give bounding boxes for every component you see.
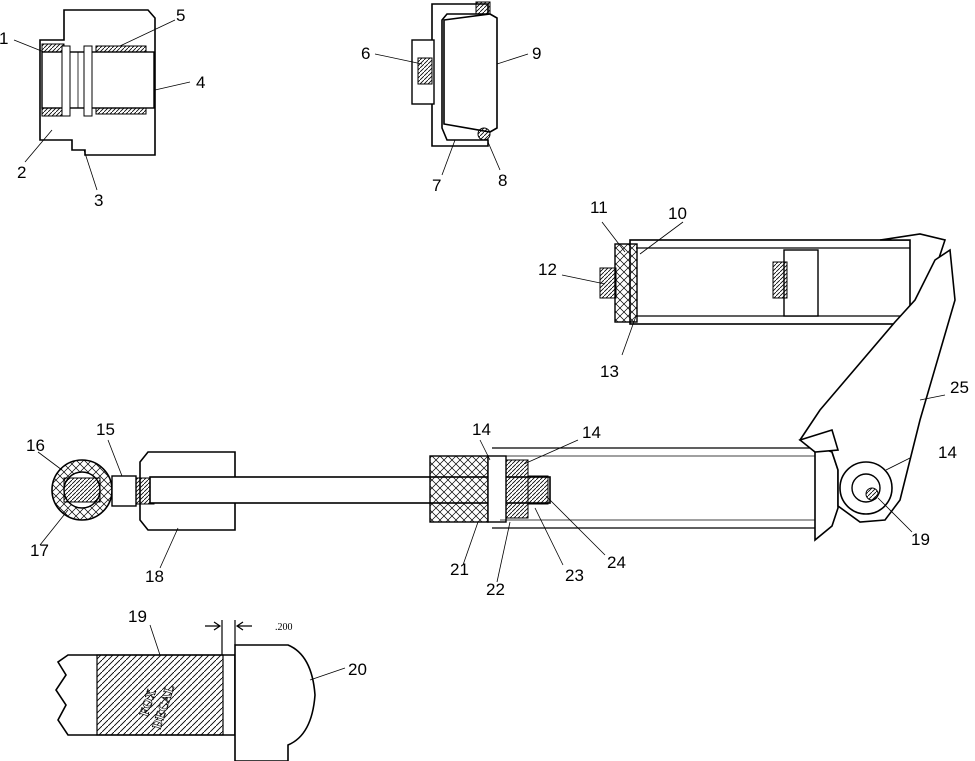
- callout-2: 2: [17, 163, 26, 182]
- reservoir-piston-detail: [411, 1, 498, 147]
- callout-20: 20: [348, 660, 367, 679]
- seal-head-detail: [39, 9, 156, 156]
- callout-17: 17: [30, 541, 49, 560]
- callout-3: 3: [94, 191, 103, 210]
- shock-body: [51, 248, 956, 542]
- callout-6: 6: [361, 44, 370, 63]
- callout-24: 24: [607, 553, 626, 572]
- callout-8: 8: [498, 171, 507, 190]
- callout-19-eyelet: 19: [911, 530, 930, 549]
- callout-1: 1: [0, 29, 8, 48]
- reservoir: [599, 233, 947, 331]
- callout-22: 22: [486, 580, 505, 599]
- callout-12: 12: [538, 260, 557, 279]
- callout-18: 18: [145, 567, 164, 586]
- callout-10: 10: [668, 204, 687, 223]
- callout-7: 7: [432, 176, 441, 195]
- decal-detail: [55, 620, 316, 761]
- callout-14-piston-right: 14: [582, 423, 601, 442]
- callout-11: 11: [590, 198, 608, 217]
- callout-4: 4: [196, 73, 205, 92]
- callout-25: 25: [950, 378, 969, 397]
- callout-9: 9: [532, 44, 541, 63]
- callout-14-piston-left: 14: [472, 420, 491, 439]
- dimension-label: .200: [275, 622, 293, 633]
- callout-14-eyelet: 14: [938, 443, 957, 462]
- callout-13: 13: [600, 362, 619, 381]
- callout-21: 21: [450, 560, 469, 579]
- callout-15: 15: [96, 420, 115, 439]
- callout-23: 23: [565, 566, 584, 585]
- callout-16: 16: [26, 436, 45, 455]
- callout-5: 5: [176, 6, 185, 25]
- callout-19-decal: 19: [128, 607, 147, 626]
